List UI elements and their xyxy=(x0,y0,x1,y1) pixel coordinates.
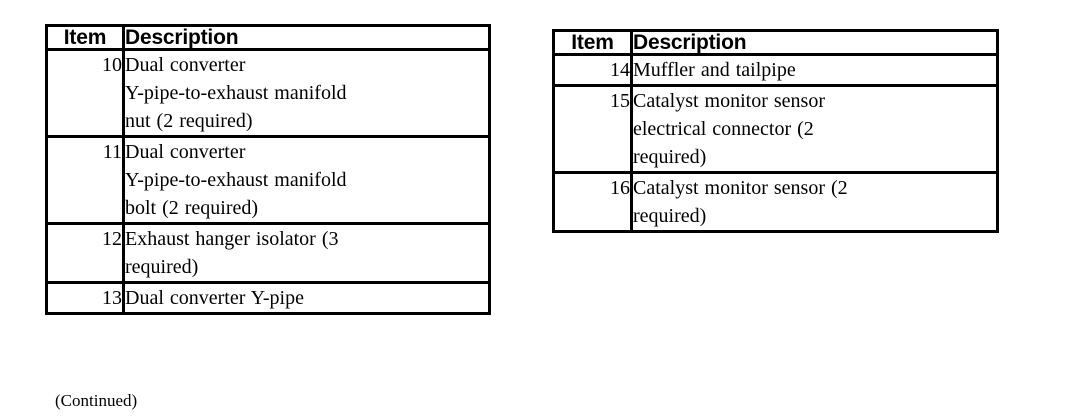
description-line: Y-pipe-to-exhaust manifold xyxy=(125,169,347,191)
description-cell: Dual converter Y-pipe-to-exhaust manifol… xyxy=(122,135,491,225)
item-number-cell: 15 xyxy=(552,84,633,174)
item-number-cell: 11 xyxy=(45,135,125,225)
parts-table-right: Item Description 14 Muffler and tailpipe… xyxy=(552,29,999,233)
continued-note: (Continued) xyxy=(55,391,138,410)
table-left-body: 10 Dual converter Y-pipe-to-exhaust mani… xyxy=(45,48,491,315)
description-cell: Dual converter Y-pipe xyxy=(122,281,491,315)
description-line: Y-pipe-to-exhaust manifold xyxy=(125,82,347,104)
column-header-description: Description xyxy=(122,24,491,51)
table-row: 13 Dual converter Y-pipe xyxy=(45,281,491,315)
description-cell: Catalyst monitor sensor (2 required) xyxy=(630,171,999,233)
table-header-row: Item Description xyxy=(45,24,491,51)
item-number-cell: 13 xyxy=(45,281,125,315)
table-row: 16 Catalyst monitor sensor (2 required) xyxy=(552,171,999,233)
table-right-header: Item Description xyxy=(552,29,999,56)
column-header-description: Description xyxy=(630,29,999,56)
column-header-item: Item xyxy=(552,29,633,56)
table-row: 10 Dual converter Y-pipe-to-exhaust mani… xyxy=(45,48,491,138)
description-line: Catalyst monitor sensor (2 xyxy=(633,177,848,199)
item-number-cell: 14 xyxy=(552,53,633,87)
description-line: required) xyxy=(633,146,707,168)
table-row: 11 Dual converter Y-pipe-to-exhaust mani… xyxy=(45,135,491,225)
description-line: Catalyst monitor sensor xyxy=(633,90,825,112)
table-row: 14 Muffler and tailpipe xyxy=(552,53,999,87)
column-header-item: Item xyxy=(45,24,125,51)
parts-table-left: Item Description 10 Dual converter Y-pip… xyxy=(45,24,491,315)
description-line: Muffler and tailpipe xyxy=(633,59,796,81)
table-header-row: Item Description xyxy=(552,29,999,56)
description-line: Dual converter xyxy=(125,141,246,163)
item-number-cell: 10 xyxy=(45,48,125,138)
item-number-cell: 16 xyxy=(552,171,633,233)
description-line: nut (2 required) xyxy=(125,110,253,132)
table-left-header: Item Description xyxy=(45,24,491,51)
table-row: 15 Catalyst monitor sensor electrical co… xyxy=(552,84,999,174)
description-cell: Muffler and tailpipe xyxy=(630,53,999,87)
description-cell: Catalyst monitor sensor electrical conne… xyxy=(630,84,999,174)
description-line: required) xyxy=(125,256,199,278)
description-line: required) xyxy=(633,205,707,227)
table-row: 12 Exhaust hanger isolator (3 required) xyxy=(45,222,491,284)
table-right-body: 14 Muffler and tailpipe 15 Catalyst moni… xyxy=(552,53,999,233)
description-cell: Dual converter Y-pipe-to-exhaust manifol… xyxy=(122,48,491,138)
description-line: electrical connector (2 xyxy=(633,118,814,140)
description-line: Dual converter xyxy=(125,54,246,76)
description-line: Exhaust hanger isolator (3 xyxy=(125,228,339,250)
item-number-cell: 12 xyxy=(45,222,125,284)
description-line: Dual converter Y-pipe xyxy=(125,287,304,309)
description-cell: Exhaust hanger isolator (3 required) xyxy=(122,222,491,284)
description-line: bolt (2 required) xyxy=(125,197,259,219)
